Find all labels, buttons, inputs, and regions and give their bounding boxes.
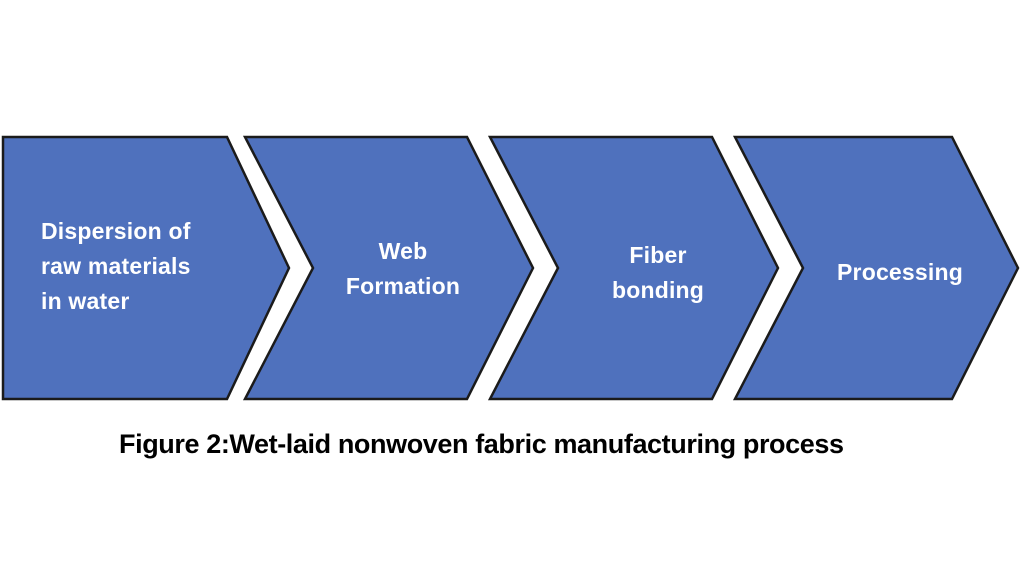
step-label-fiber-bonding: Fiber bonding [558,238,758,308]
step-label-line: bonding [611,277,705,303]
figure-caption: Figure 2:Wet-laid nonwoven fabric manufa… [119,429,844,459]
chevron-step-dispersion [1,135,291,401]
step-label-web-formation: Web Formation [303,234,503,304]
step-label-line: Fiber [629,242,687,268]
step-label-line: Formation [345,273,461,299]
step-label-processing: Processing [800,255,1000,290]
chevron-step-processing [732,135,1020,401]
step-label-dispersion: Dispersion of raw materials in water [41,214,241,319]
step-label-line: Processing [837,259,963,285]
step-label-line: Web [378,238,428,264]
step-label-line: in water [41,288,130,314]
chevron-step-fiber-bonding [487,135,780,401]
chevron-step-web-formation [242,135,535,401]
step-label-line: Dispersion of [41,218,191,244]
step-label-line: raw materials [41,253,191,279]
